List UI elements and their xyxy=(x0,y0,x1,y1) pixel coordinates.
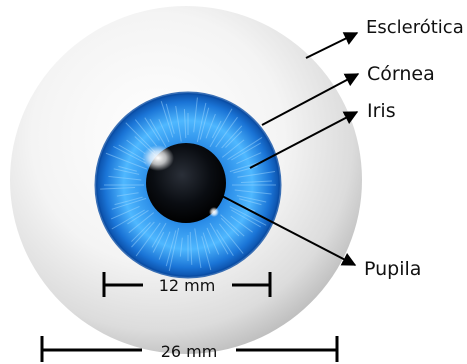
iris-label: Iris xyxy=(367,100,396,122)
glare-highlight-large xyxy=(142,145,174,171)
iris-diameter-label: 12 mm xyxy=(159,276,216,295)
pupil-label: Pupila xyxy=(364,258,421,280)
glare-highlight-small xyxy=(209,207,219,217)
eye-diameter-label: 26 mm xyxy=(161,342,218,361)
sclera-label: Esclerótica xyxy=(366,17,464,38)
cornea-label: Córnea xyxy=(367,63,435,85)
sclera-callout-line xyxy=(306,33,357,58)
